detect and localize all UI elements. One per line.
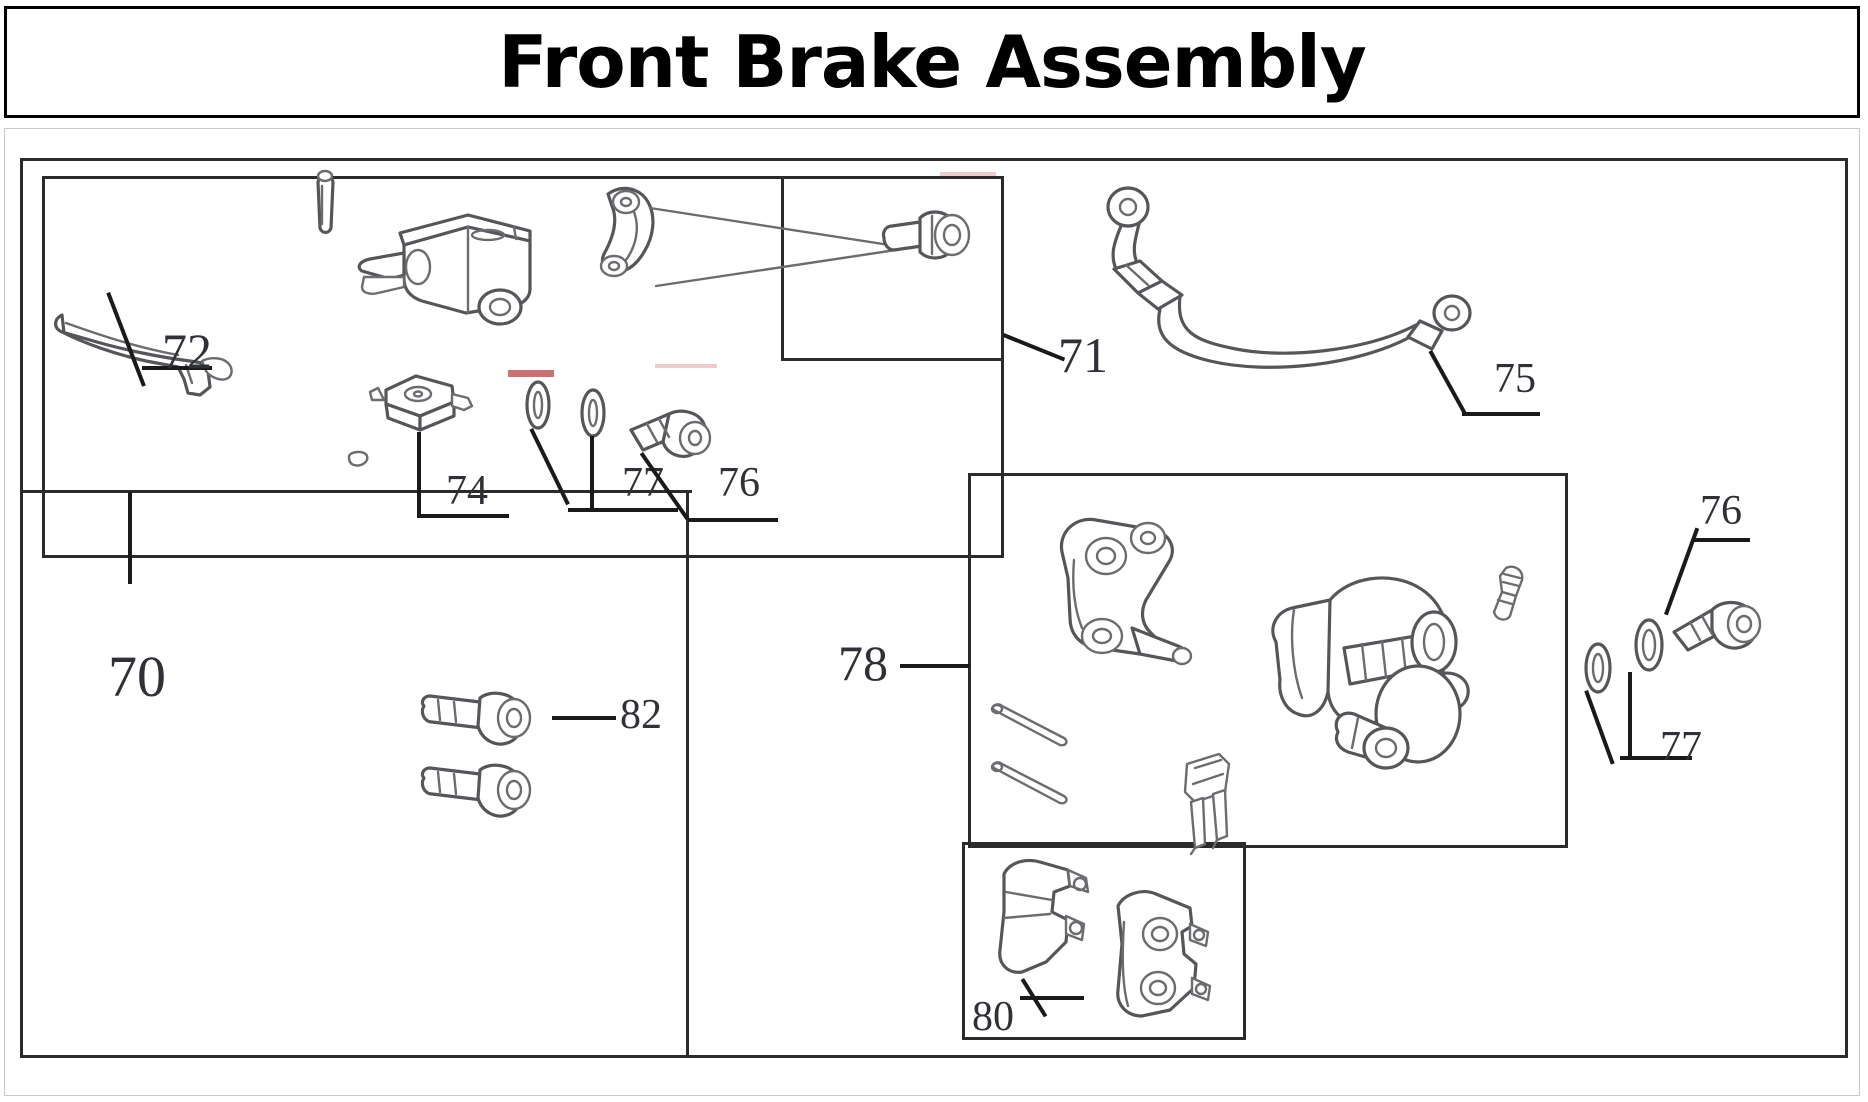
leader-76b-base	[1692, 538, 1750, 542]
callout-75: 75	[1494, 356, 1536, 402]
page-title: Front Brake Assembly	[498, 20, 1367, 104]
leader-77a-vertical	[590, 436, 594, 512]
reservoir-screw-part	[310, 168, 344, 242]
group-71-edge-step-left	[781, 176, 784, 361]
leader-82-horizontal	[552, 716, 616, 720]
group-70-box	[20, 158, 1848, 1058]
sealing-washer-right-b	[1630, 616, 1668, 674]
banjo-bolt-left-part	[625, 408, 725, 472]
caliper-bracket-part	[1028, 508, 1218, 688]
switch-grommet-part	[343, 447, 373, 471]
leader-75-base	[1462, 412, 1540, 416]
title-bar: Front Brake Assembly	[4, 6, 1860, 118]
callout-72: 72	[162, 323, 212, 379]
master-cylinder-clamp-part	[578, 180, 688, 290]
leader-76a-base	[688, 518, 778, 522]
callout-71: 71	[1058, 327, 1108, 383]
bleed-nipple-part	[1478, 562, 1534, 626]
callout-77a: 77	[622, 460, 664, 506]
brake-hose-part	[1090, 185, 1510, 375]
leader-77b-vertical	[1628, 672, 1632, 760]
sealing-washer-left-a	[520, 378, 556, 432]
callout-80: 80	[972, 994, 1014, 1040]
flange-bolt-lower-part	[418, 760, 548, 822]
group-71-edge-step-top	[783, 358, 1004, 361]
flange-bolt-upper-part	[418, 688, 548, 750]
caliper-slide-pin-lower	[986, 760, 1076, 808]
leader-72-base	[142, 366, 212, 370]
scan-smudge-b	[655, 364, 717, 368]
group-70-edge-step-top	[20, 490, 692, 493]
group-70-edge-right-step	[686, 490, 689, 1058]
brake-light-switch-part	[368, 368, 478, 440]
callout-76b: 76	[1700, 488, 1742, 534]
brake-pad-right-part	[1098, 882, 1223, 1027]
leader-74-base	[417, 514, 509, 518]
leader-80-base	[1020, 996, 1084, 1000]
group-71-notch-mask	[783, 179, 1001, 364]
group-78-box	[968, 473, 1568, 848]
brake-pad-left-part	[982, 852, 1102, 992]
group-80-box	[962, 842, 1246, 1040]
sealing-washer-left-b	[575, 386, 611, 440]
leader-77b-base	[1620, 756, 1692, 760]
banjo-bolt-right-part	[1668, 588, 1778, 658]
master-cylinder-body-part	[348, 205, 568, 335]
scan-smudge-a	[508, 370, 554, 377]
callout-82: 82	[620, 692, 662, 738]
callout-76a: 76	[718, 460, 760, 506]
banjo-bolt-top-part	[880, 200, 990, 276]
caliper-slide-pin-upper	[986, 702, 1076, 750]
callout-70: 70	[108, 644, 166, 709]
scan-smudge-c	[940, 172, 996, 176]
group-70-edge-top-left	[20, 158, 692, 161]
callout-77b: 77	[1660, 724, 1702, 770]
leader-74-vertical	[417, 432, 421, 518]
pad-retainer-clip-part	[1173, 748, 1243, 858]
group-71-box	[42, 176, 1004, 558]
clamp-to-bolt-wedge	[640, 196, 910, 306]
leader-78-horizontal	[900, 664, 970, 668]
callout-74: 74	[446, 468, 488, 514]
sealing-washer-right-a	[1580, 640, 1616, 696]
leader-77a-base	[568, 508, 678, 512]
leader-70-vertical	[128, 492, 132, 584]
caliper-body-part	[1258, 564, 1508, 794]
callout-78: 78	[838, 635, 888, 691]
